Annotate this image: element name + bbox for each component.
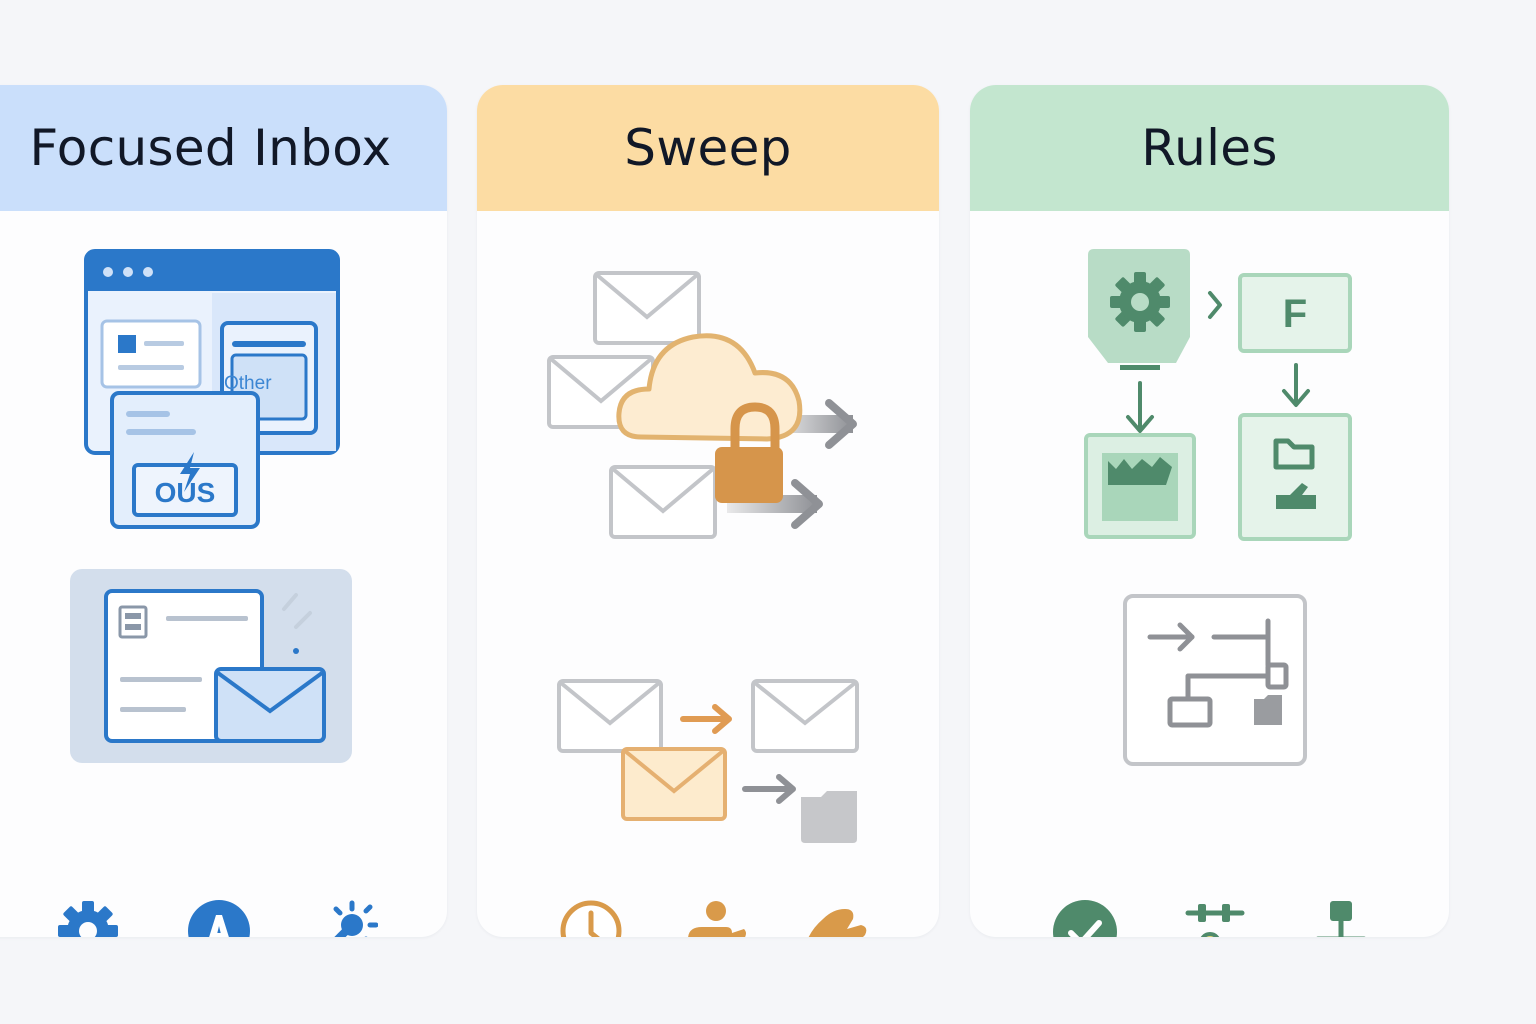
sweep-cloud-illustration	[547, 271, 857, 539]
focused-inbox-email-illustration	[70, 569, 352, 763]
sliders-icon	[1185, 904, 1245, 937]
rules-header: Rules	[970, 85, 1449, 211]
gear-icon	[58, 901, 118, 937]
rules-flow-illustration: F	[1084, 249, 1352, 541]
focused-inbox-window-illustration: Other OUS	[84, 249, 340, 529]
hand-icon	[808, 909, 867, 937]
folder-f-label: F	[1283, 292, 1307, 336]
focused-inbox-header: Focused Inbox	[0, 85, 447, 211]
letter-a-icon	[188, 900, 250, 937]
sweep-move-illustration	[557, 679, 859, 843]
rules-title: Rules	[1141, 119, 1278, 177]
rules-diagram-illustration	[1123, 594, 1307, 766]
focused-label: OUS	[155, 477, 216, 508]
sweep-card[interactable]: Sweep	[477, 85, 939, 937]
sweep-title: Sweep	[624, 119, 792, 177]
magic-wand-icon	[333, 900, 378, 937]
clock-icon	[560, 900, 622, 937]
check-circle-icon	[1053, 900, 1117, 937]
other-label: Other	[224, 373, 272, 394]
rules-card[interactable]: Rules F	[970, 85, 1449, 937]
focused-inbox-card[interactable]: Focused Inbox Other OUS	[0, 85, 447, 937]
sweep-header: Sweep	[477, 85, 939, 211]
focused-inbox-title: Focused Inbox	[29, 119, 392, 177]
person-hand-icon	[688, 901, 746, 937]
org-chart-icon	[1316, 901, 1366, 937]
